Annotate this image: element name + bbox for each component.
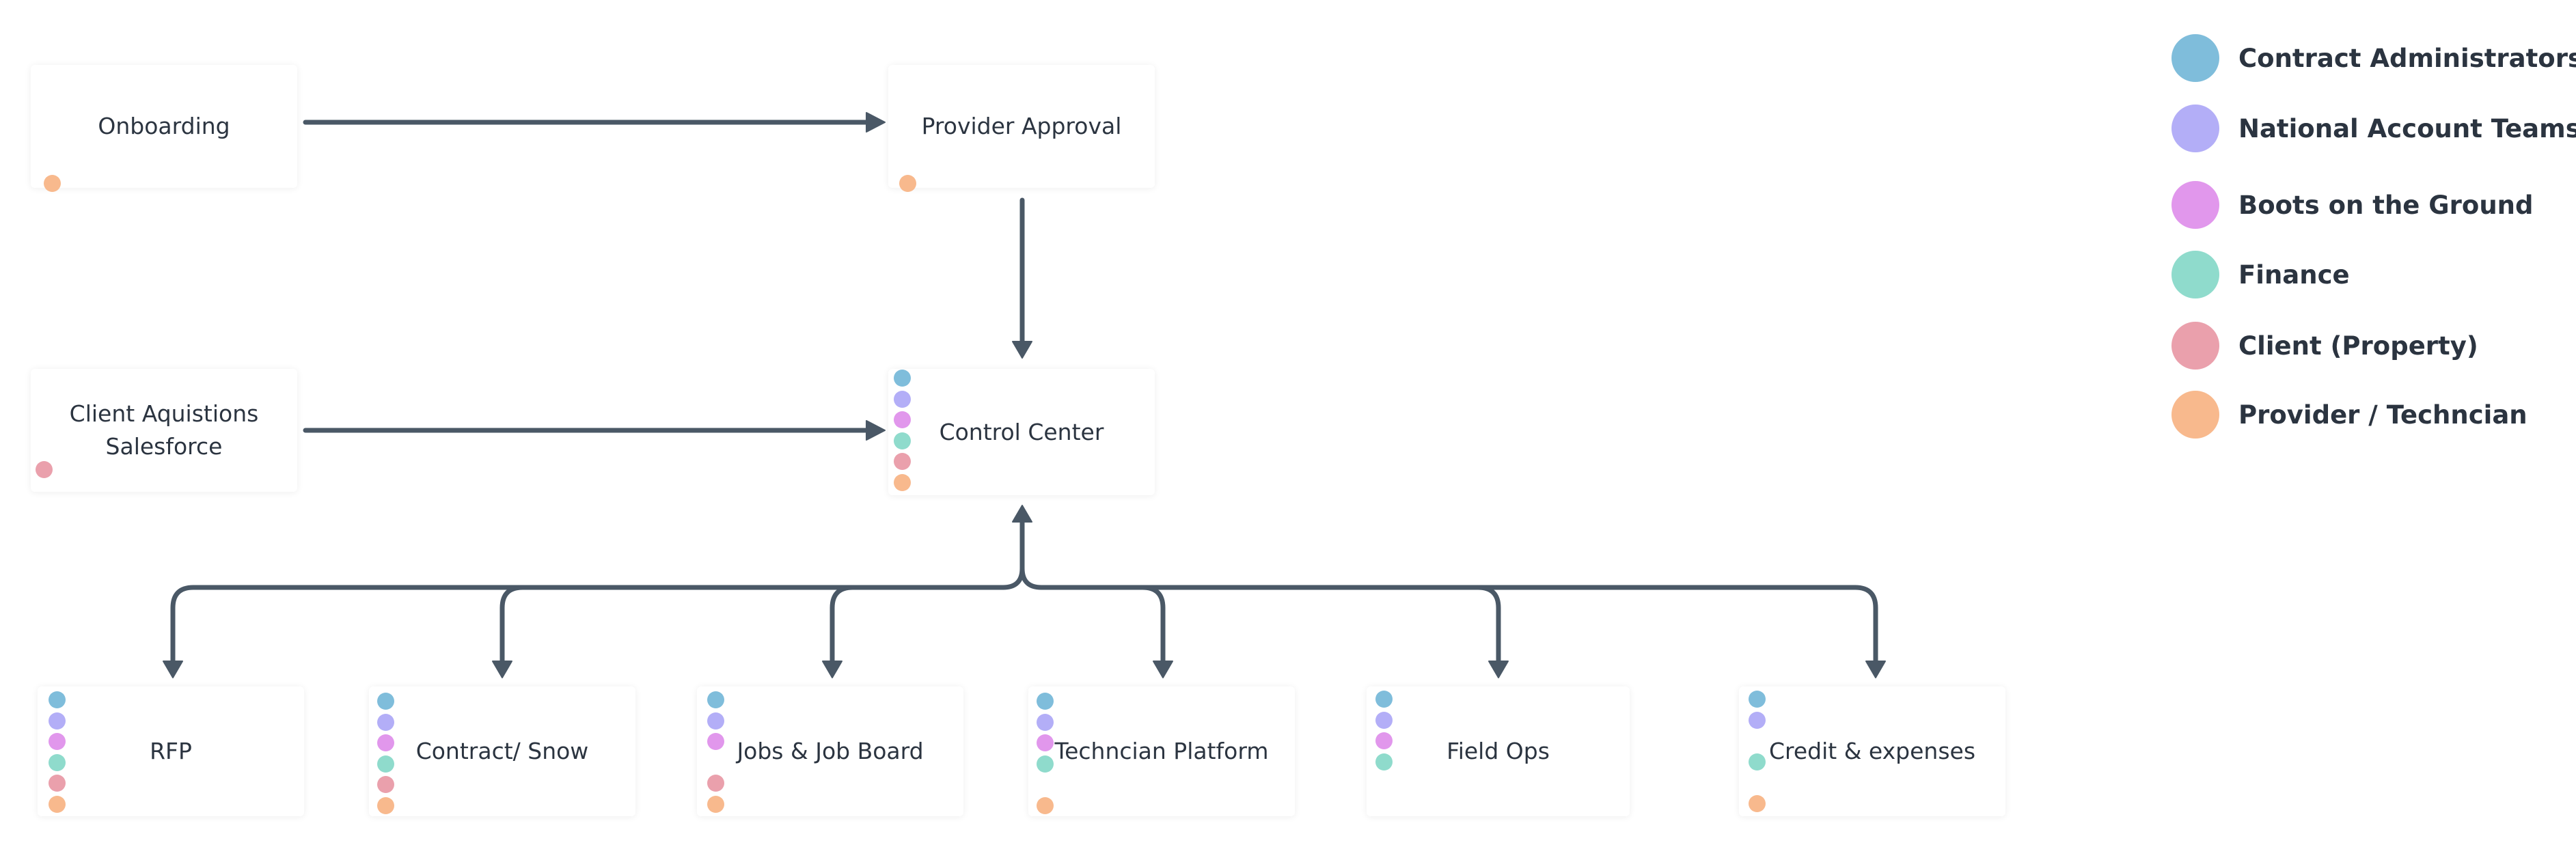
legend-label: Provider / Techncian <box>2238 400 2527 430</box>
legend-dot-boots-on-the-ground <box>2171 181 2219 229</box>
role-dot-boots <box>1037 734 1054 751</box>
node-provider-approval-label: Provider Approval <box>921 113 1122 139</box>
role-dot-finance <box>49 753 66 771</box>
node-credit-expenses[interactable]: Credit & expenses <box>1739 686 2005 816</box>
role-dot-provider <box>894 473 911 491</box>
role-dot-boots <box>377 734 394 751</box>
node-client-acquisitions-label-line2: Salesforce <box>105 433 223 460</box>
role-dot-boots <box>49 733 66 750</box>
role-dot-contract-admin <box>1037 693 1054 710</box>
arrowhead-field-ops <box>1488 661 1509 678</box>
role-dot-client <box>49 775 66 792</box>
node-onboarding-label: Onboarding <box>98 113 230 139</box>
role-dot-national-account <box>1749 711 1766 729</box>
role-dot-contract-admin <box>1375 691 1393 708</box>
arrowhead-credit-expenses <box>1865 661 1886 678</box>
connector-control-center-stem-left <box>1000 566 1025 590</box>
node-field-ops-label: Field Ops <box>1447 738 1550 764</box>
role-dot-client <box>894 453 911 470</box>
role-dot-client <box>377 776 394 793</box>
role-dot-provider <box>44 175 61 192</box>
role-dot-national-account <box>377 713 394 731</box>
node-technician-platform-label: Techncian Platform <box>1054 738 1269 764</box>
legend-label: National Account Teams <box>2238 113 2576 143</box>
role-dot-provider <box>1749 794 1766 812</box>
node-field-ops[interactable]: Field Ops <box>1367 686 1630 816</box>
role-dot-contract-admin <box>377 693 394 710</box>
legend-dot-finance <box>2171 251 2219 298</box>
arrowhead-jobs-board <box>822 661 842 678</box>
node-rfp[interactable]: RFP <box>38 686 304 816</box>
role-dot-boots <box>1375 732 1393 749</box>
legend-dot-provider-technician <box>2171 391 2219 439</box>
connector-bus-right <box>1039 585 1878 669</box>
connector-branch-field-ops <box>1475 585 1501 669</box>
node-technician-platform[interactable]: Techncian Platform <box>1028 686 1295 816</box>
arrowhead-contract-snow <box>492 661 512 678</box>
role-dot-provider <box>377 796 394 814</box>
role-dot-finance <box>377 755 394 773</box>
role-dot-national-account <box>1375 711 1393 729</box>
role-dot-national-account <box>894 390 911 408</box>
role-dot-contract-admin <box>49 691 66 708</box>
legend-label: Boots on the Ground <box>2238 190 2534 220</box>
role-dot-boots <box>894 411 911 428</box>
node-control-center-label: Control Center <box>939 418 1104 445</box>
node-control-center[interactable]: Control Center <box>888 369 1155 495</box>
role-dot-provider <box>1037 796 1054 814</box>
role-dot-boots <box>707 733 724 750</box>
connector-branch-contract-snow <box>499 585 525 669</box>
legend-item-national-account-teams: National Account Teams <box>2171 105 2576 152</box>
node-onboarding[interactable]: Onboarding <box>31 65 297 192</box>
connector-branch-jobs-board <box>830 585 855 669</box>
role-dot-finance <box>1375 753 1393 770</box>
arrowhead-provider-approval <box>866 112 886 133</box>
arrowhead-control-center-bottom <box>1012 505 1032 523</box>
node-client-acquisitions[interactable]: Client Aquistions Salesforce <box>31 369 297 492</box>
legend-item-contract-administrators: Contract Administrators <box>2171 34 2576 82</box>
role-dot-contract-admin <box>707 691 724 708</box>
node-contract-snow-label: Contract/ Snow <box>415 738 589 764</box>
legend-dot-contract-administrators <box>2171 34 2219 82</box>
arrowhead-rfp <box>163 661 183 678</box>
role-dot-finance <box>1749 753 1766 770</box>
role-dot-provider <box>49 795 66 813</box>
role-dot-contract-admin <box>1749 691 1766 708</box>
legend-label: Client (Property) <box>2238 331 2478 361</box>
legend-item-provider-technician: Provider / Techncian <box>2171 391 2527 439</box>
legend-label: Contract Administrators <box>2238 43 2576 73</box>
legend-item-client-property: Client (Property) <box>2171 322 2478 370</box>
arrowhead-technician-platform <box>1153 661 1173 678</box>
legend-item-finance: Finance <box>2171 251 2350 298</box>
role-dot-national-account <box>1037 713 1054 731</box>
connector-branch-technician-platform <box>1140 585 1166 669</box>
role-dot-provider <box>899 175 916 192</box>
legend-label: Finance <box>2238 260 2350 290</box>
node-jobs-board[interactable]: Jobs & Job Board <box>697 686 963 816</box>
role-dot-national-account <box>707 712 724 730</box>
role-dot-client <box>36 461 53 478</box>
node-client-acquisitions-label: Client Aquistions Salesforce <box>53 398 275 463</box>
connector-bus-left <box>170 585 1006 669</box>
legend-dot-client-property <box>2171 322 2219 370</box>
node-contract-snow[interactable]: Contract/ Snow <box>369 686 635 816</box>
node-credit-expenses-label: Credit & expenses <box>1768 738 1976 764</box>
node-client-acquisitions-label-line1: Client Aquistions <box>69 400 259 427</box>
role-dot-national-account <box>49 712 66 730</box>
arrowhead-control-center-left <box>866 420 886 441</box>
role-dot-finance <box>894 432 911 449</box>
connector-control-center-stem <box>1019 518 1044 590</box>
legend-dot-national-account-teams <box>2171 105 2219 152</box>
legend-item-boots-on-the-ground: Boots on the Ground <box>2171 181 2533 229</box>
node-jobs-board-label: Jobs & Job Board <box>737 738 924 764</box>
role-dot-contract-admin <box>894 370 911 387</box>
arrowhead-control-center-top <box>1012 341 1032 359</box>
role-dot-provider <box>707 795 724 813</box>
role-dot-client <box>707 775 724 792</box>
role-dot-finance <box>1037 755 1054 773</box>
node-provider-approval[interactable]: Provider Approval <box>888 65 1155 192</box>
node-rfp-label: RFP <box>150 738 192 764</box>
